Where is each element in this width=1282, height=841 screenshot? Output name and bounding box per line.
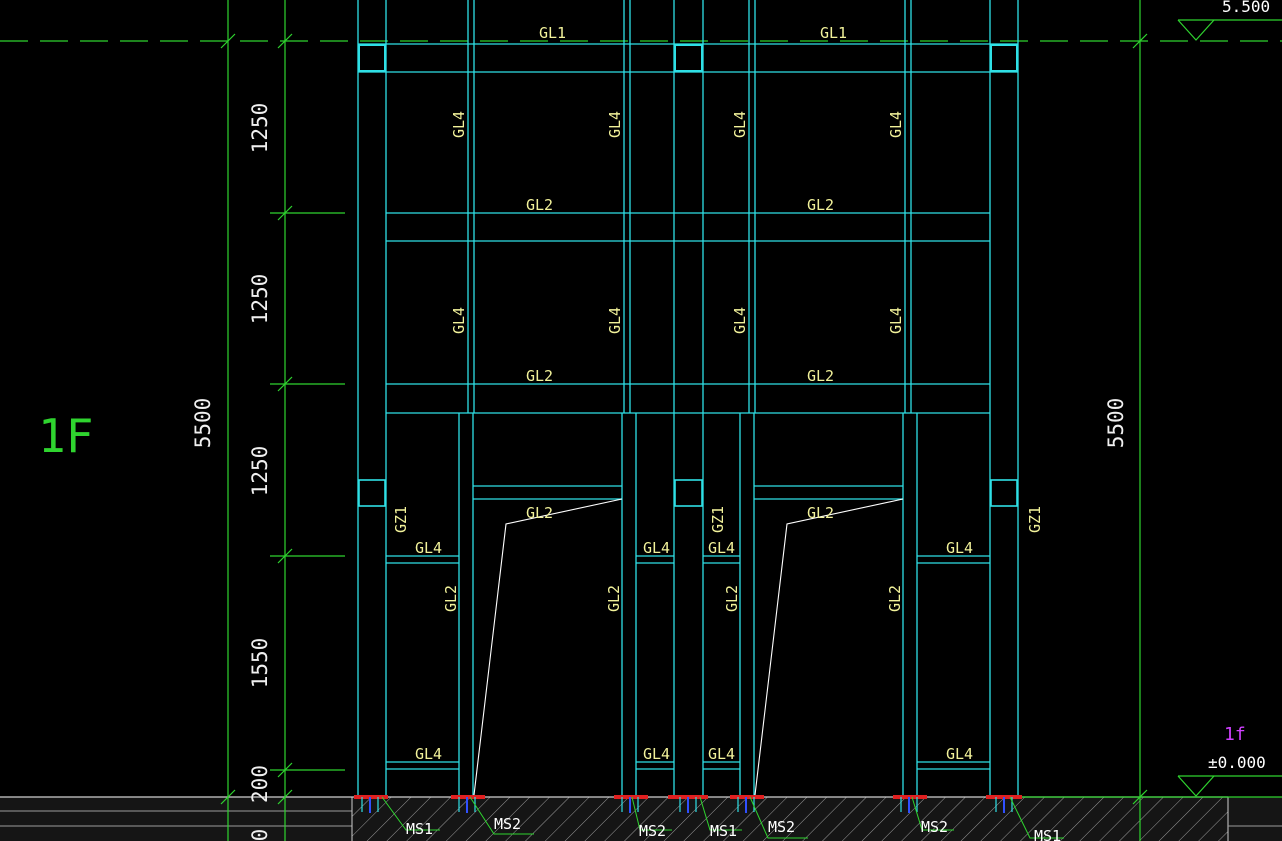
beam-label-gl4: GL4 xyxy=(946,539,973,557)
beam-label-gl4: GL4 xyxy=(606,307,624,334)
beam-label-gl2: GL2 xyxy=(526,196,553,214)
beam-label-gl2: GL2 xyxy=(807,196,834,214)
total-height-dim-left: 5500 xyxy=(191,398,215,449)
right-dimension-line xyxy=(1020,0,1282,841)
beam-label-gl4: GL4 xyxy=(731,111,749,138)
beam-label-gl2: GL2 xyxy=(807,504,834,522)
ground-band xyxy=(0,796,1282,841)
segment-dim-4: 1550 xyxy=(248,638,272,689)
beam-label-gl4: GL4 xyxy=(450,307,468,334)
beam-label-gl2: GL2 xyxy=(807,367,834,385)
beam-label-gl4: GL4 xyxy=(731,307,749,334)
beam-label-gl2: GL2 xyxy=(442,585,460,612)
beam-label-gl1: GL1 xyxy=(539,24,566,42)
top-level-symbol xyxy=(1177,19,1282,41)
floor-label: 1F xyxy=(38,409,93,463)
beam-label-gl4: GL4 xyxy=(415,745,442,763)
beam-label-gl2: GL2 xyxy=(605,585,623,612)
anchor-label-ms2: MS2 xyxy=(921,818,948,836)
beam-label-gl2: GL2 xyxy=(723,585,741,612)
total-height-dim-right: 5500 xyxy=(1104,398,1128,449)
door-swing-lines xyxy=(473,498,904,796)
ground-level-symbol xyxy=(1177,775,1282,797)
anchor-leaders xyxy=(381,796,1064,839)
column-label-gz1: GZ1 xyxy=(392,506,410,533)
beam-label-gl4: GL4 xyxy=(887,307,905,334)
beam-label-gl4: GL4 xyxy=(708,745,735,763)
anchor-label-ms1: MS1 xyxy=(1034,827,1061,841)
anchor-label-ms2: MS2 xyxy=(639,822,666,840)
segment-dim-5: 200 xyxy=(248,765,272,803)
beam-label-gl4: GL4 xyxy=(415,539,442,557)
anchor-label-ms1: MS1 xyxy=(406,820,433,838)
segment-dim-6: 0 xyxy=(248,829,272,841)
ground-level-name: 1f xyxy=(1224,724,1246,745)
beam-label-gl2: GL2 xyxy=(526,504,553,522)
anchor-label-ms2: MS2 xyxy=(768,818,795,836)
anchor-label-ms2: MS2 xyxy=(494,815,521,833)
segment-dim-1: 1250 xyxy=(248,103,272,154)
column-label-gz1: GZ1 xyxy=(709,506,727,533)
column-label-gz1: GZ1 xyxy=(1026,506,1044,533)
beam-label-gl2: GL2 xyxy=(526,367,553,385)
beam-label-gl4: GL4 xyxy=(643,745,670,763)
ground-elevation-text: ±0.000 xyxy=(1208,753,1266,772)
beam-label-gl4: GL4 xyxy=(708,539,735,557)
segment-dim-2: 1250 xyxy=(248,274,272,325)
beam-label-gl4: GL4 xyxy=(643,539,670,557)
frame-members xyxy=(357,0,1019,797)
beam-label-gl2: GL2 xyxy=(886,585,904,612)
beam-label-gl4: GL4 xyxy=(606,111,624,138)
top-elevation-text: 5.500 xyxy=(1222,0,1270,16)
beam-label-gl1: GL1 xyxy=(820,24,847,42)
beam-label-gl4: GL4 xyxy=(887,111,905,138)
segment-dim-3: 1250 xyxy=(248,446,272,497)
beam-label-gl4: GL4 xyxy=(946,745,973,763)
anchor-plates xyxy=(354,795,1022,813)
left-dimension-chain xyxy=(220,0,345,841)
beam-label-gl4: GL4 xyxy=(450,111,468,138)
anchor-label-ms1: MS1 xyxy=(710,822,737,840)
